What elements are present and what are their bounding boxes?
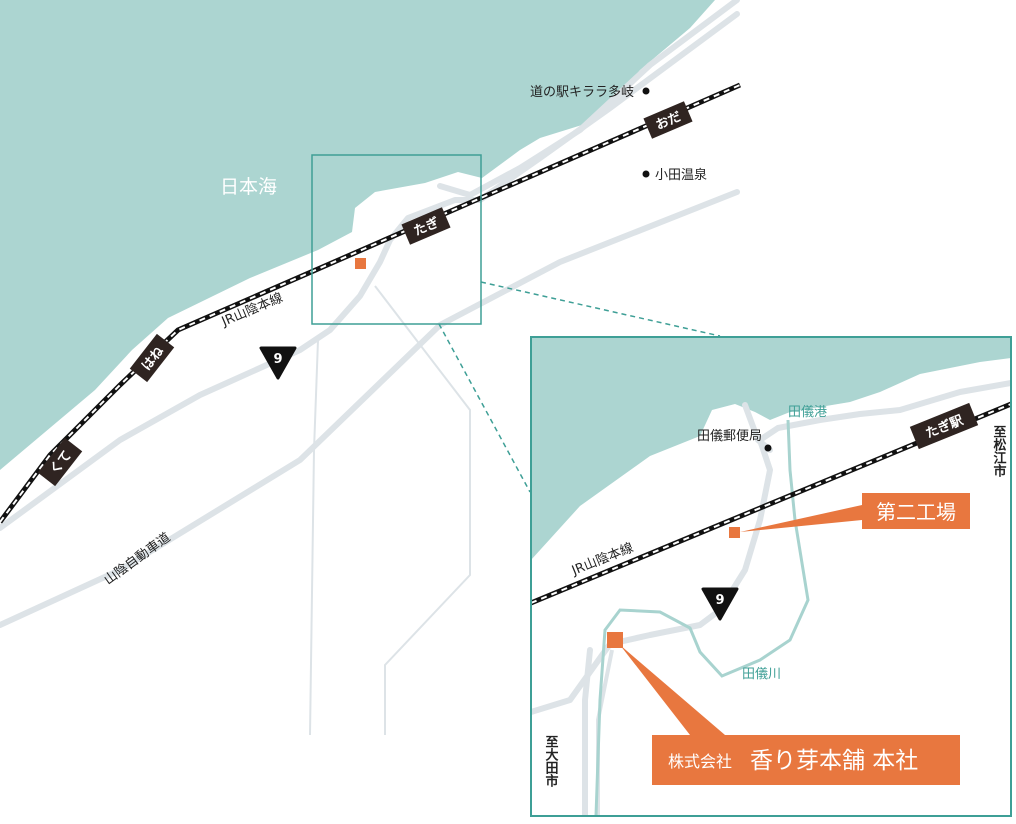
detail-river <box>594 419 810 816</box>
place-dot-onsen <box>642 170 650 178</box>
sea-area <box>0 0 715 470</box>
zoom-frame <box>311 154 482 325</box>
factory-label: 第二工場 <box>876 500 956 524</box>
coastal-road <box>437 0 740 198</box>
hq-marker <box>607 632 623 648</box>
hq-callout-box <box>652 735 960 785</box>
sea-label: 日本海 <box>220 176 277 198</box>
detail-frame <box>530 336 1012 817</box>
hq-prefix-label: 株式会社 <box>668 752 732 771</box>
factory-callout-box <box>862 493 970 529</box>
post-office-label: 田儀郵便局 <box>697 429 762 444</box>
hq-callout-pointer <box>620 645 725 735</box>
port-label: 田儀港 <box>788 405 827 420</box>
route-9-shield: 9 <box>259 346 297 380</box>
detail-route-9-shield: 9 <box>701 587 739 621</box>
place-label-kirara: 道の駅キララ多岐 <box>530 84 634 100</box>
expressway-label: 山陰自動車道 <box>102 530 174 588</box>
place-label-onsen: 小田温泉 <box>655 167 707 183</box>
detail-route-number: 9 <box>715 593 724 608</box>
detail-route-shield-shape <box>701 587 739 621</box>
place-dot-kirara <box>642 87 650 95</box>
detail-coastal-road <box>531 380 1011 715</box>
station-label-tagi: たぎ <box>401 207 451 245</box>
place-kirara-taki: 道の駅キララ多岐 <box>530 84 650 100</box>
to-oda-label: 至大田市 <box>543 735 559 788</box>
hq-name-label: 香り芽本舗 本社 <box>750 748 918 774</box>
zoom-connectors <box>438 281 721 493</box>
overview-minor-roads <box>309 285 471 736</box>
post-office-dot <box>764 444 772 452</box>
to-matsue-label: 至松江市 <box>991 425 1007 478</box>
overview-roads <box>0 0 740 628</box>
overview-hq-marker <box>355 258 366 269</box>
expressway-road <box>0 189 740 628</box>
detail-local-road <box>582 647 593 816</box>
river-label: 田儀川 <box>742 667 781 682</box>
overview-railway <box>0 82 741 524</box>
detail-sea-area <box>531 337 1011 560</box>
station-label-oda: おだ <box>643 101 693 139</box>
factory-callout-pointer <box>740 505 862 532</box>
factory-marker <box>729 527 740 538</box>
route-shield-shape <box>259 346 297 380</box>
place-oda-onsen: 小田温泉 <box>642 167 707 183</box>
route-number: 9 <box>273 352 282 367</box>
detail-inset: たぎ駅 JR山陰本線 田儀港 田儀川 田儀郵便局 9 至松江市 至大田市 第二工… <box>530 336 1012 817</box>
